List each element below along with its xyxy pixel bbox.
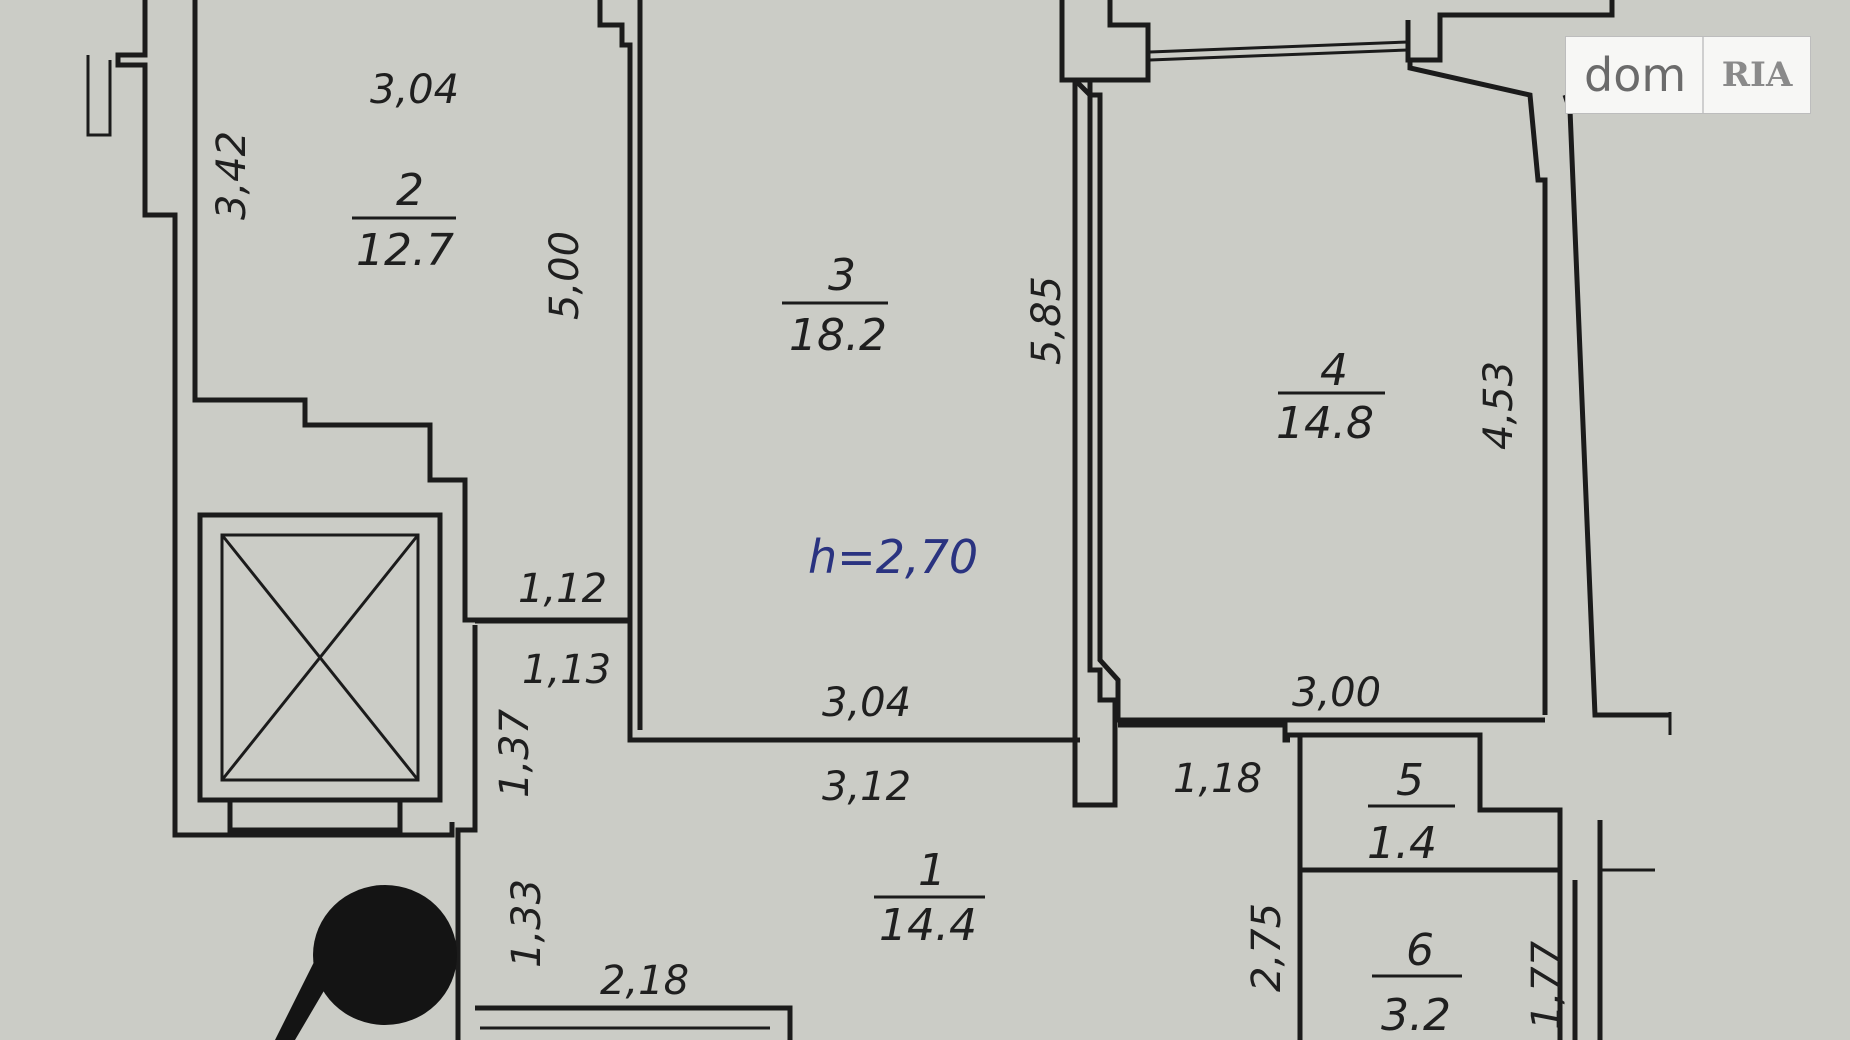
room-6-area: 3.2 xyxy=(1381,990,1451,1040)
room-4-area: 14.8 xyxy=(1276,398,1374,449)
room-3-number: 3 xyxy=(828,250,856,301)
dim-1-77: 1,77 xyxy=(1524,940,1570,1030)
room-6-number: 6 xyxy=(1406,925,1434,976)
wall-room-4-right-outer xyxy=(1405,0,1615,63)
room-2-number: 2 xyxy=(396,165,424,216)
watermark-ria-logo: RIA xyxy=(1702,37,1810,113)
room-4-number: 4 xyxy=(1320,345,1348,396)
room-5-number: 5 xyxy=(1396,755,1424,806)
dim-1-18: 1,18 xyxy=(1173,756,1262,802)
room-1-area: 14.4 xyxy=(879,900,977,951)
dim-5-00: 5,00 xyxy=(542,231,588,320)
wall-corridor-bottom xyxy=(475,1005,793,1040)
wall-room-4-right xyxy=(1407,60,1548,715)
room-5-area: 1.4 xyxy=(1367,818,1437,869)
room-3-area: 18.2 xyxy=(789,310,887,361)
lift-shaft xyxy=(197,512,443,803)
room-1-number: 1 xyxy=(918,845,946,896)
lift-base xyxy=(227,800,403,833)
redaction-scribble xyxy=(313,885,457,1025)
dim-5-85: 5,85 xyxy=(1024,276,1070,365)
dim-3-12: 3,12 xyxy=(822,764,911,810)
lift-shaft-inner xyxy=(220,533,420,782)
watermark-dom-text: dom xyxy=(1584,48,1687,102)
wall-room-4-left xyxy=(1073,78,1545,723)
wall-corridor-left xyxy=(455,625,478,1040)
dim-2-75: 2,75 xyxy=(1244,903,1290,992)
wall-room-2-left xyxy=(115,0,455,838)
dim-1-12: 1,12 xyxy=(518,566,607,612)
dim-1-13: 1,13 xyxy=(522,647,611,693)
dim-3-00: 3,00 xyxy=(1292,670,1381,716)
wall-room-3-right xyxy=(1072,80,1118,808)
dim-3-04-top: 3,04 xyxy=(370,67,459,113)
window-room-4 xyxy=(1149,40,1409,54)
wall-room-5-top xyxy=(1300,732,1563,1040)
dom-ria-watermark: dom RIA xyxy=(1565,36,1811,114)
ceiling-height-label: h=2,70 xyxy=(808,530,978,584)
dim-1-33: 1,33 xyxy=(504,879,550,968)
dim-2-18: 2,18 xyxy=(600,958,689,1004)
dim-3-42: 3,42 xyxy=(209,131,255,220)
dim-1-37: 1,37 xyxy=(492,708,538,798)
redaction-scribble-tail xyxy=(275,930,345,1040)
wall-room-3-4 xyxy=(1059,0,1151,83)
wall-room-2-3 xyxy=(597,0,1080,743)
window-room-4-b xyxy=(1149,48,1409,62)
dim-3-04-bottom: 3,04 xyxy=(822,680,911,726)
lift-cross-b xyxy=(220,534,420,781)
wall-room-2-inner-left xyxy=(192,0,630,623)
room-2-area: 12.7 xyxy=(356,225,454,276)
wall-stub-top-left xyxy=(86,55,112,137)
dim-4-53: 4,53 xyxy=(1476,361,1522,450)
